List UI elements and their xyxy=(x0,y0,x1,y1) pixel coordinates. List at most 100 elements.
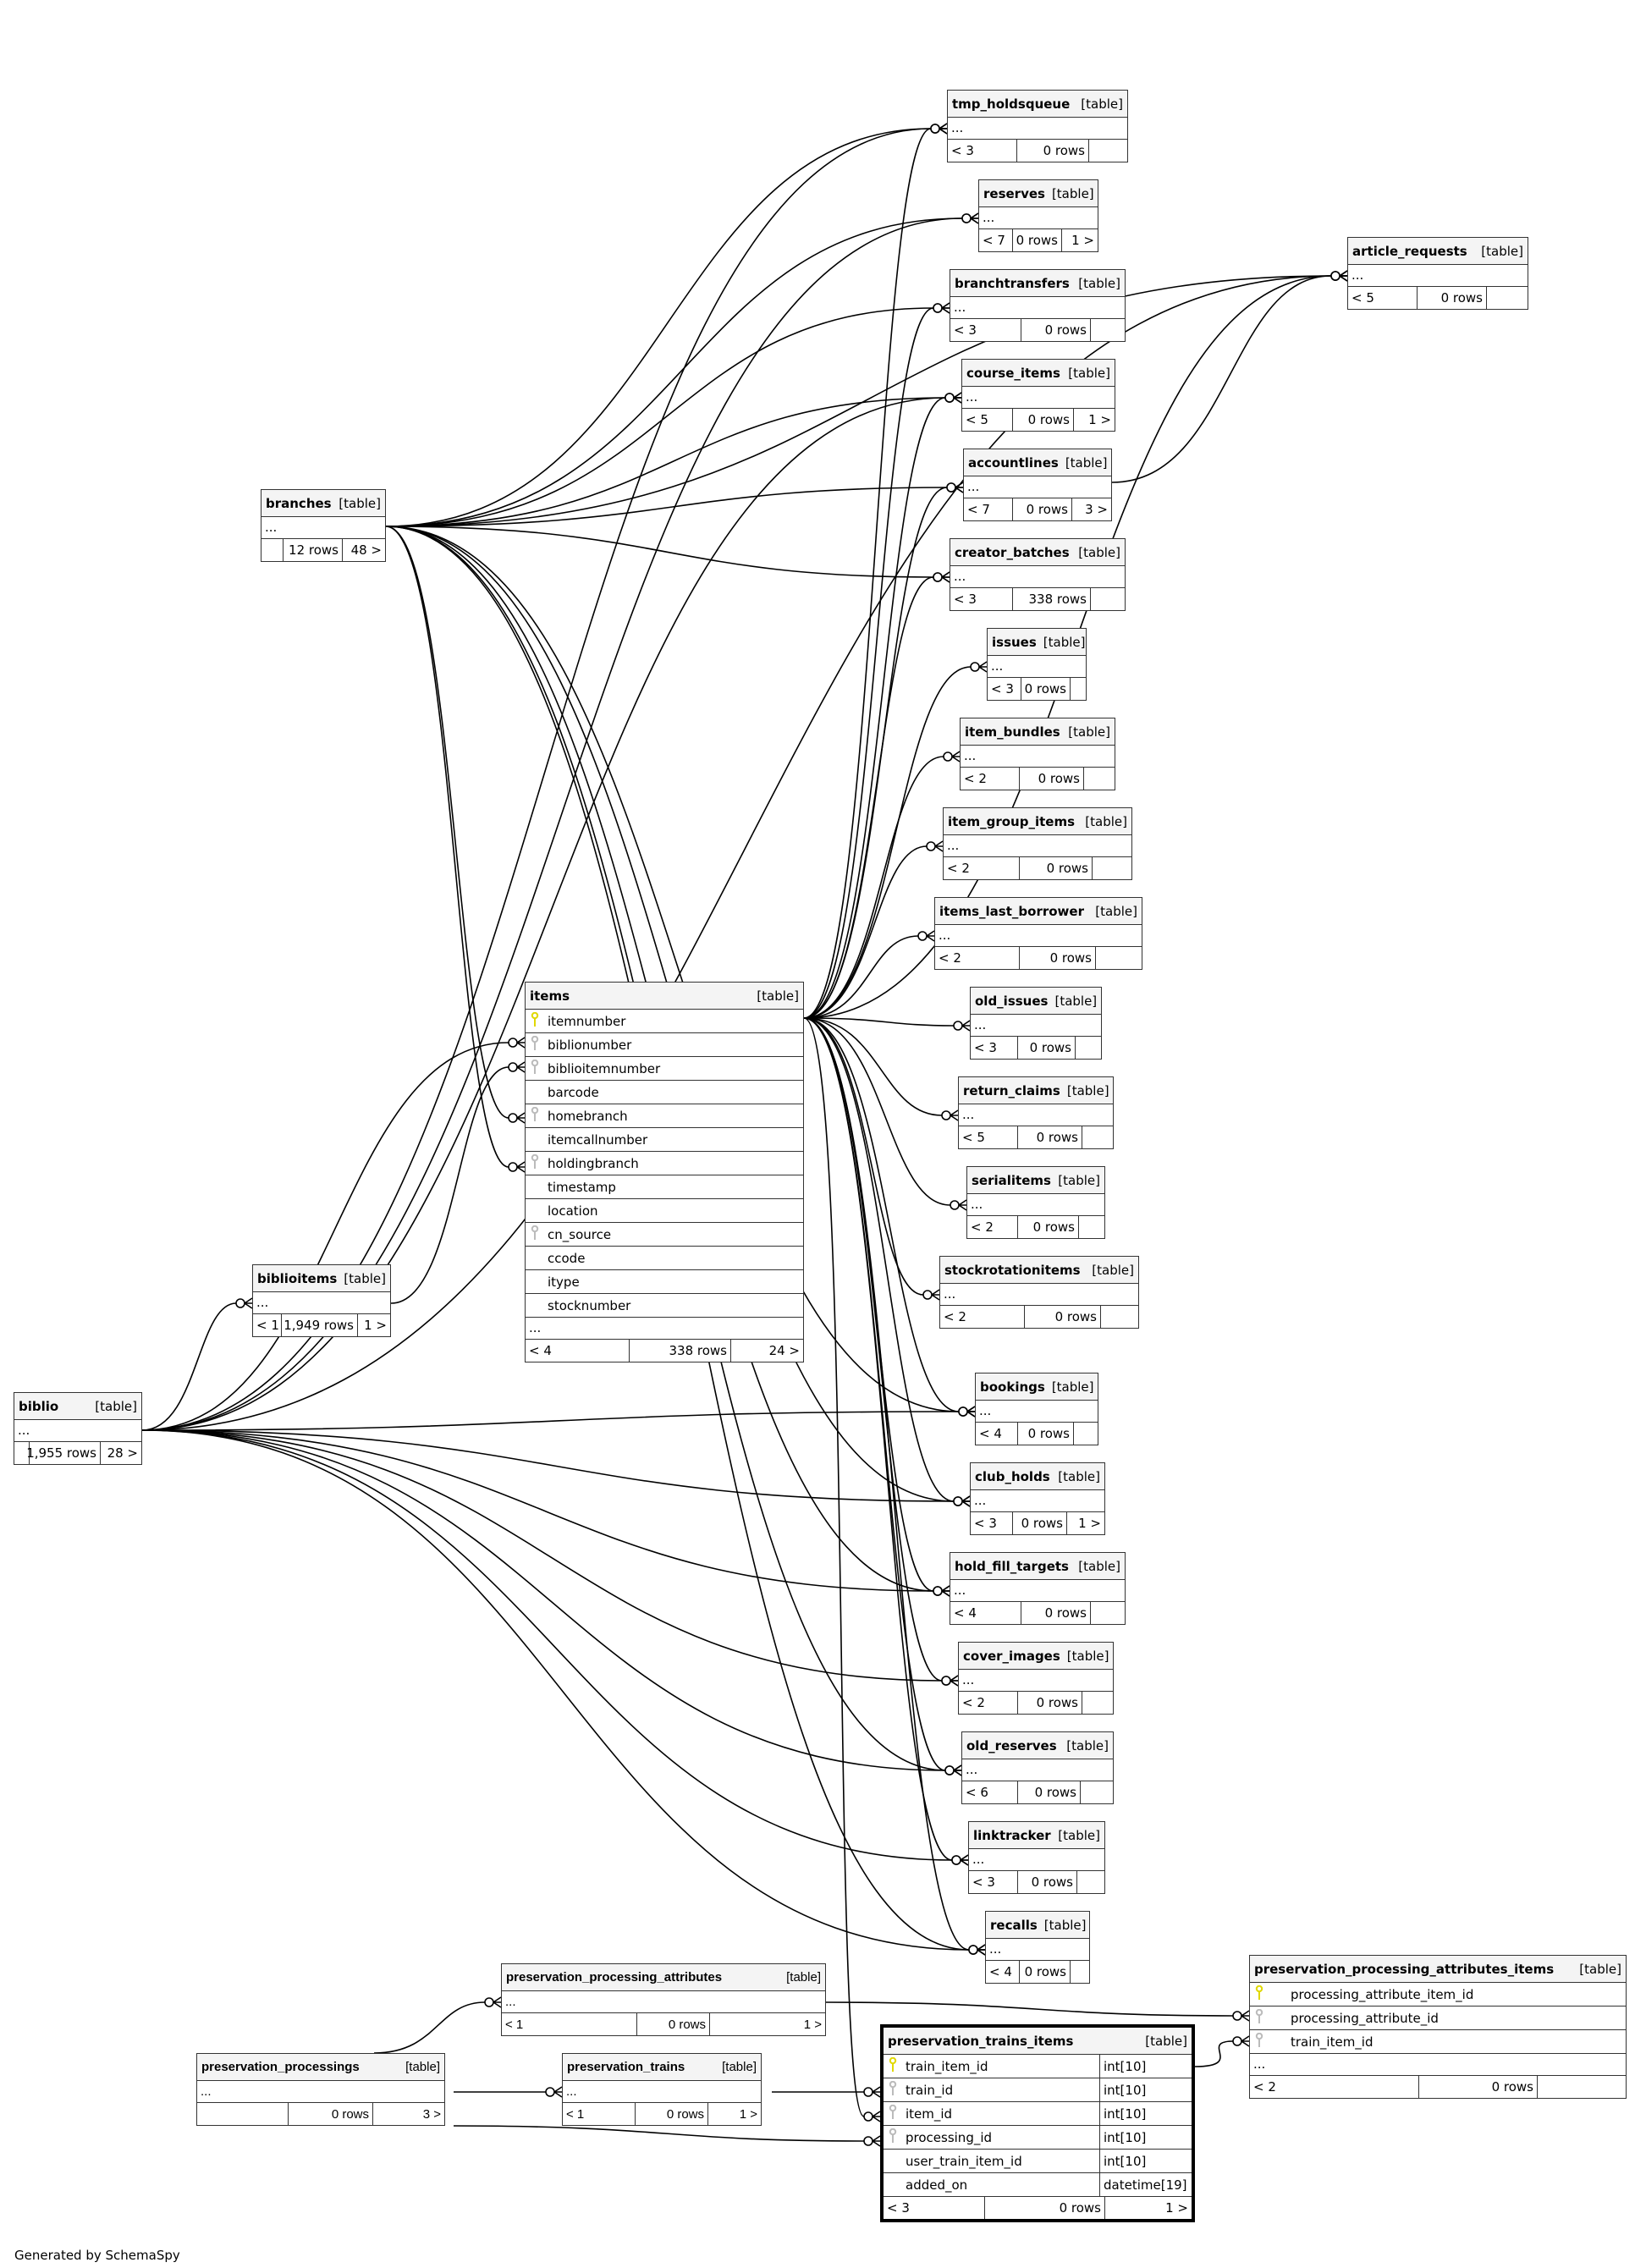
table-old-issues[interactable]: old_issues [table] ... < 3 0 rows xyxy=(970,987,1102,1060)
column-row[interactable]: stocknumber xyxy=(526,1294,803,1318)
parent-count[interactable]: < 4 xyxy=(976,1423,1018,1445)
child-count[interactable] xyxy=(1082,1126,1113,1148)
parent-count[interactable]: < 3 xyxy=(971,1037,1018,1059)
parent-count[interactable]: < 5 xyxy=(959,1126,1018,1148)
parent-count[interactable]: < 2 xyxy=(967,1216,1018,1238)
column-row[interactable]: itemcallnumber xyxy=(526,1128,803,1152)
table-preservation-processing-attributes[interactable]: preservation_processing_attributes [tabl… xyxy=(501,1963,826,2036)
column-row[interactable]: itype xyxy=(526,1270,803,1294)
child-count[interactable] xyxy=(1538,2076,1626,2098)
table-issues[interactable]: issues [table] ... < 3 0 rows xyxy=(987,628,1087,701)
child-count[interactable]: 24 > xyxy=(768,1343,800,1358)
child-count[interactable]: 1 > xyxy=(1071,233,1094,248)
parent-count[interactable]: < 2 xyxy=(940,1306,1025,1328)
table-serialitems[interactable]: serialitems [table] ... < 2 0 rows xyxy=(966,1166,1105,1239)
column-row[interactable]: location xyxy=(526,1199,803,1223)
table-recalls[interactable]: recalls [table] ... < 4 0 rows xyxy=(985,1911,1090,1984)
table-article-requests[interactable]: article_requests [table] ... < 5 0 rows xyxy=(1347,237,1528,310)
child-count[interactable] xyxy=(1084,768,1115,790)
table-hold-fill-targets[interactable]: hold_fill_targets [table] ... < 4 0 rows xyxy=(950,1552,1126,1625)
table-items[interactable]: items [table] itemnumber biblionumber bi… xyxy=(525,982,804,1362)
child-count[interactable]: 48 > xyxy=(350,542,382,558)
parent-count[interactable] xyxy=(261,539,284,561)
child-count[interactable] xyxy=(1082,1692,1113,1714)
table-preservation-processing-attributes-items[interactable]: preservation_processing_attributes_items… xyxy=(1249,1955,1627,2099)
table-reserves[interactable]: reserves [table] ... < 7 0 rows 1 > xyxy=(978,179,1098,252)
parent-count[interactable] xyxy=(197,2103,289,2125)
parent-count[interactable]: < 1 xyxy=(563,2103,636,2125)
column-row[interactable]: homebranch xyxy=(526,1104,803,1128)
child-count[interactable] xyxy=(1096,947,1142,969)
parent-count[interactable]: < 3 xyxy=(950,588,1013,610)
table-branches[interactable]: branches [table] ... 12 rows 48 > xyxy=(261,489,386,562)
column-row[interactable]: biblioitemnumber xyxy=(526,1057,803,1081)
table-bookings[interactable]: bookings [table] ... < 4 0 rows xyxy=(975,1373,1098,1445)
parent-count[interactable]: < 3 xyxy=(948,140,1017,162)
child-count[interactable] xyxy=(1093,857,1131,879)
table-old-reserves[interactable]: old_reserves [table] ... < 6 0 rows xyxy=(961,1731,1114,1804)
table-branchtransfers[interactable]: branchtransfers [table] ... < 3 0 rows xyxy=(950,269,1126,342)
parent-count[interactable]: < 3 xyxy=(950,319,1021,341)
child-count[interactable]: 1 > xyxy=(1088,412,1111,427)
table-biblio[interactable]: biblio [table] ... 1,955 rows 28 > xyxy=(14,1392,142,1465)
parent-count[interactable]: < 3 xyxy=(969,1871,1018,1893)
column-row[interactable]: barcode xyxy=(526,1081,803,1104)
parent-count[interactable]: < 5 xyxy=(1348,287,1418,309)
parent-count[interactable]: < 2 xyxy=(935,947,1020,969)
table-item-bundles[interactable]: item_bundles [table] ... < 2 0 rows xyxy=(960,718,1115,790)
parent-count[interactable]: < 2 xyxy=(944,857,1020,879)
table-course-items[interactable]: course_items [table] ... < 5 0 rows 1 > xyxy=(961,359,1115,432)
table-return-claims[interactable]: return_claims [table] ... < 5 0 rows xyxy=(958,1076,1114,1149)
parent-count[interactable]: < 5 xyxy=(962,409,1013,431)
child-count[interactable]: 1 > xyxy=(803,2017,822,2032)
table-creator-batches[interactable]: creator_batches [table] ... < 3 338 rows xyxy=(950,538,1126,611)
parent-count[interactable]: < 4 xyxy=(950,1602,1021,1624)
parent-count[interactable]: < 3 xyxy=(884,2197,985,2219)
column-row[interactable]: ccode xyxy=(526,1247,803,1270)
child-count[interactable] xyxy=(1091,588,1125,610)
parent-count[interactable]: < 1 xyxy=(253,1314,282,1336)
parent-count[interactable]: < 6 xyxy=(962,1781,1018,1803)
parent-count[interactable]: < 3 xyxy=(971,1512,1013,1534)
parent-count[interactable]: < 2 xyxy=(959,1692,1018,1714)
child-count[interactable] xyxy=(1089,140,1127,162)
child-count[interactable] xyxy=(1487,287,1528,309)
parent-count[interactable]: < 3 xyxy=(988,678,1021,700)
parent-count[interactable] xyxy=(14,1442,30,1464)
column-row[interactable]: processing_attribute_id xyxy=(1250,2007,1626,2030)
table-items-last-borrower[interactable]: items_last_borrower [table] ... < 2 0 ro… xyxy=(934,897,1142,970)
column-row[interactable]: biblionumber xyxy=(526,1033,803,1057)
child-count[interactable]: 1 > xyxy=(739,2106,757,2122)
child-count[interactable]: 3 > xyxy=(1085,502,1108,517)
table-preservation-trains[interactable]: preservation_trains [table] ... < 1 0 ro… xyxy=(562,2053,762,2126)
column-row[interactable]: processing_attribute_item_id xyxy=(1250,1983,1626,2007)
column-row[interactable]: train_item_id xyxy=(1250,2030,1626,2054)
column-row[interactable]: timestamp xyxy=(526,1175,803,1199)
table-preservation-processings[interactable]: preservation_processings [table] ... 0 r… xyxy=(196,2053,445,2126)
child-count[interactable] xyxy=(1071,1961,1089,1983)
child-count[interactable]: 28 > xyxy=(107,1445,138,1461)
child-count[interactable] xyxy=(1079,1216,1104,1238)
column-row[interactable]: holdingbranch xyxy=(526,1152,803,1175)
child-count[interactable] xyxy=(1071,678,1086,700)
child-count[interactable] xyxy=(1091,1602,1125,1624)
parent-count[interactable]: < 7 xyxy=(979,229,1013,251)
table-stockrotationitems[interactable]: stockrotationitems [table] ... < 2 0 row… xyxy=(939,1256,1139,1329)
child-count[interactable]: 1 > xyxy=(1165,2200,1188,2216)
table-item-group-items[interactable]: item_group_items [table] ... < 2 0 rows xyxy=(943,807,1132,880)
parent-count[interactable]: < 1 xyxy=(502,2013,637,2035)
table-tmp-holdsqueue[interactable]: tmp_holdsqueue [table] ... < 3 0 rows xyxy=(947,90,1128,162)
child-count[interactable] xyxy=(1076,1037,1101,1059)
column-row[interactable]: itemnumber xyxy=(526,1010,803,1033)
child-count[interactable] xyxy=(1074,1423,1098,1445)
parent-count[interactable]: < 4 xyxy=(986,1961,1020,1983)
child-count[interactable] xyxy=(1091,319,1125,341)
child-count[interactable] xyxy=(1101,1306,1138,1328)
table-preservation-trains-items[interactable]: preservation_trains_items [table] train_… xyxy=(880,2024,1195,2222)
table-cover-images[interactable]: cover_images [table] ... < 2 0 rows xyxy=(958,1642,1114,1715)
